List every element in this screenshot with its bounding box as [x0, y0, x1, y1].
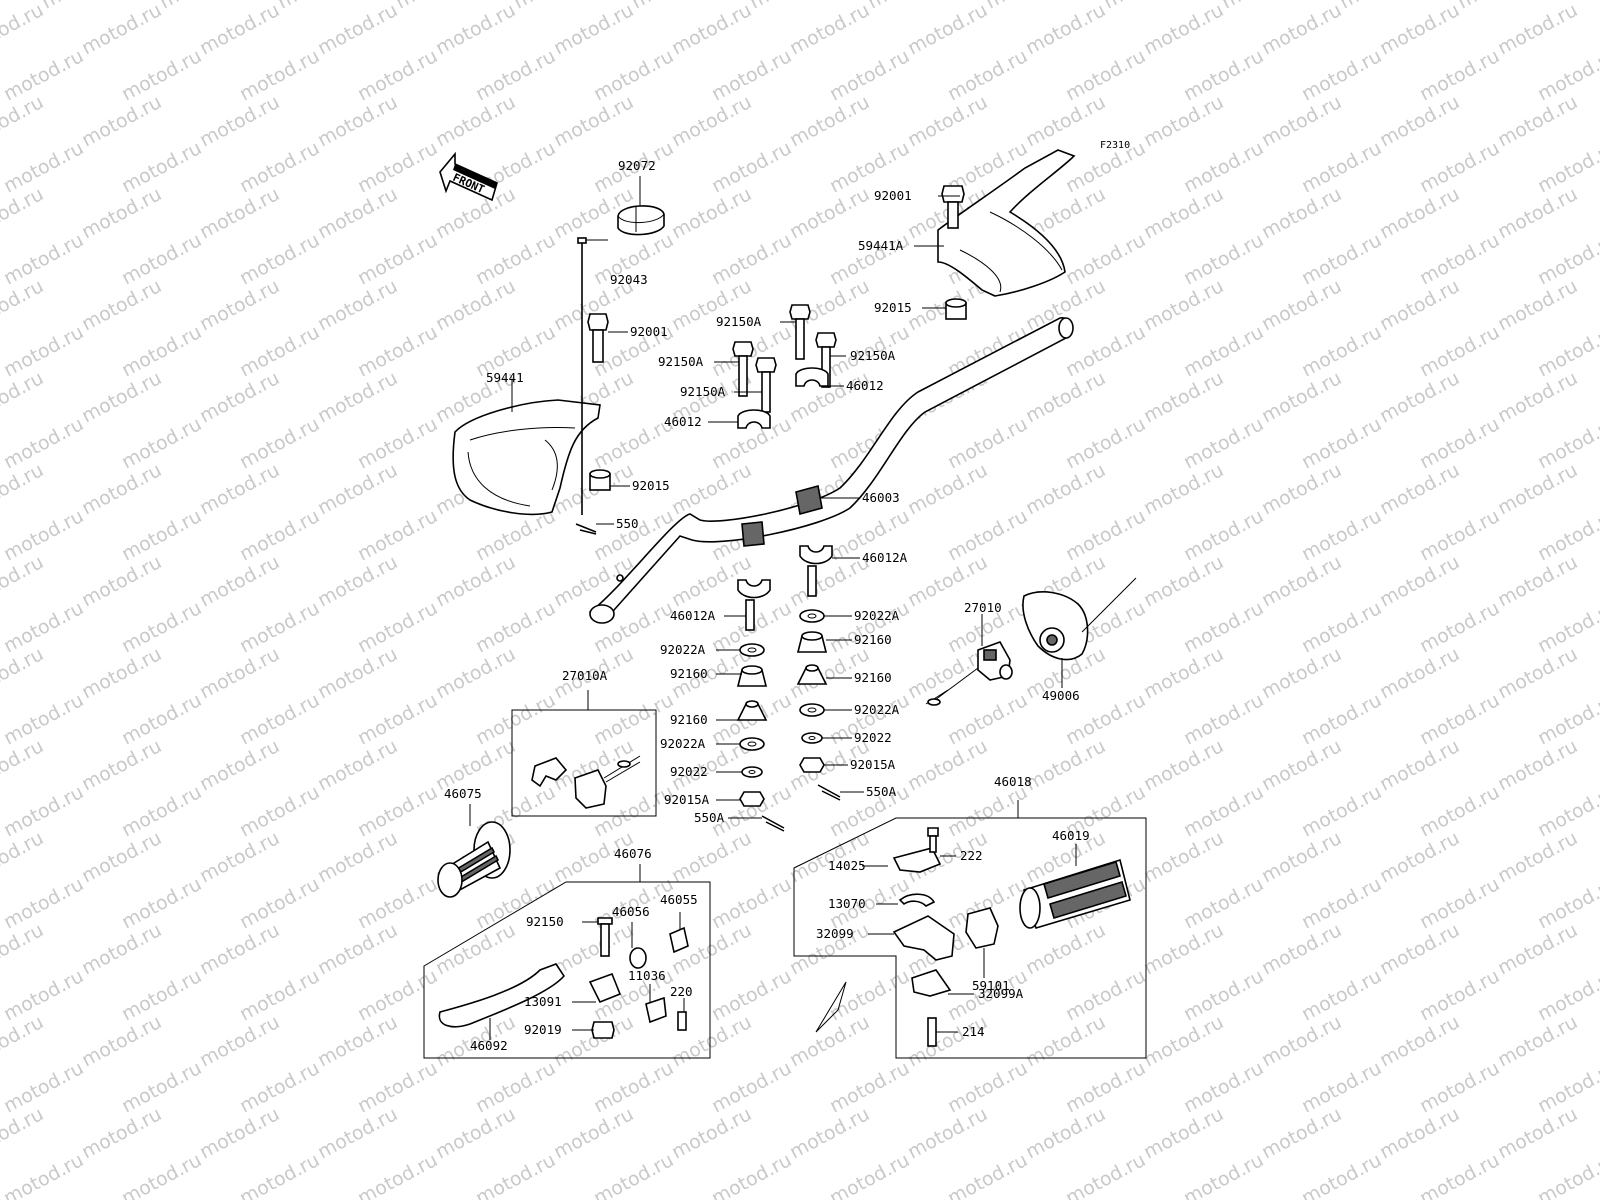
callout-46003: 46003	[862, 490, 900, 505]
callout-92160-l2: 92160	[670, 712, 708, 727]
callout-46012-lower: 46012	[664, 414, 702, 429]
washer-92022A-r1	[799, 609, 825, 623]
washer-92022-r	[801, 732, 823, 744]
callout-46019: 46019	[1052, 828, 1090, 843]
callout-92022A-r1: 92022A	[854, 608, 900, 623]
clamp-46012A-right	[799, 545, 833, 597]
pin-92043	[577, 237, 587, 515]
callout-27010: 27010	[964, 600, 1002, 615]
washer-92022A-r2	[799, 703, 825, 717]
callout-13070: 13070	[828, 896, 866, 911]
callout-92019: 92019	[524, 1022, 562, 1037]
callout-92022A-l2: 92022A	[660, 736, 706, 751]
handguard-59441A	[937, 149, 1076, 297]
callout-92015A-r: 92015A	[850, 757, 896, 772]
callout-92022A-l1: 92022A	[660, 642, 706, 657]
callout-46075: 46075	[444, 786, 482, 801]
nut-92015A-l	[739, 791, 765, 807]
callout-46055: 46055	[660, 892, 698, 907]
front-arrow: FRONT	[439, 151, 498, 202]
handguard-59441	[452, 399, 601, 516]
throttle-group-46018	[793, 800, 1147, 1059]
callout-92150A-4: 92150A	[680, 384, 726, 399]
callout-92150: 92150	[526, 914, 564, 929]
cotter-550A-l	[761, 815, 785, 832]
bolts-92150A	[732, 304, 837, 413]
kit-box-27010A	[511, 690, 657, 817]
callout-92022-r: 92022	[854, 730, 892, 745]
switch-27010	[925, 641, 1013, 706]
callout-550A-l: 550A	[694, 810, 725, 825]
cotter-550	[575, 523, 597, 535]
collar-92072	[617, 205, 665, 236]
callout-46012-upper: 46012	[846, 378, 884, 393]
callout-46076: 46076	[614, 846, 652, 861]
handlebar-46003	[588, 317, 1074, 624]
callout-92160-r2: 92160	[854, 670, 892, 685]
washer-92022-l	[741, 766, 763, 778]
callout-92022A-r2: 92022A	[854, 702, 900, 717]
callout-92015A-l: 92015A	[664, 792, 710, 807]
callout-92160-l1: 92160	[670, 666, 708, 681]
callout-92150A-1: 92150A	[716, 314, 762, 329]
callout-222: 222	[960, 848, 983, 863]
nut-92015-left	[589, 469, 611, 491]
callout-32099A: 32099A	[978, 986, 1024, 1001]
damper-92160-l2	[736, 700, 768, 721]
callout-92001-right: 92001	[874, 188, 912, 203]
damper-92160-r1	[796, 631, 828, 653]
damper-92160-r2	[796, 664, 828, 685]
damper-92160-l1	[736, 665, 768, 687]
callout-59441: 59441	[486, 370, 524, 385]
callout-92043: 92043	[610, 272, 648, 287]
callout-46012A-left: 46012A	[670, 608, 716, 623]
callout-92072: 92072	[618, 158, 656, 173]
clamp-46012-upper	[795, 367, 829, 387]
cotter-550A-r	[817, 784, 841, 801]
lever-group-46076	[423, 864, 711, 1059]
callout-labels: 92072 92043 92001 59441 92015 550 92001 …	[444, 158, 1090, 1053]
callout-92022-l: 92022	[670, 764, 708, 779]
clamp-46012-lower	[737, 409, 771, 429]
callout-27010A: 27010A	[562, 668, 608, 683]
callout-46018: 46018	[994, 774, 1032, 789]
callout-92015-left: 92015	[632, 478, 670, 493]
callout-220: 220	[670, 984, 693, 999]
callout-92001-left: 92001	[630, 324, 668, 339]
grip-46075	[437, 821, 511, 898]
callout-13091: 13091	[524, 994, 562, 1009]
callout-32099: 32099	[816, 926, 854, 941]
callout-46012A-right: 46012A	[862, 550, 908, 565]
throttle-housing-49006	[1022, 577, 1137, 661]
leader-lines	[469, 176, 1077, 1040]
callout-214: 214	[962, 1024, 985, 1039]
nut-92015-right	[945, 298, 967, 320]
callout-46092: 46092	[470, 1038, 508, 1053]
callout-92150A-3: 92150A	[658, 354, 704, 369]
nut-92015A-r	[799, 757, 825, 773]
callout-59441A: 59441A	[858, 238, 904, 253]
bolt-92001-left	[587, 313, 609, 363]
callout-92160-r1: 92160	[854, 632, 892, 647]
washer-92022A-l2	[739, 737, 765, 751]
callout-46056: 46056	[612, 904, 650, 919]
callout-550: 550	[616, 516, 639, 531]
washer-92022A-l1	[739, 643, 765, 657]
callout-92150A-2: 92150A	[850, 348, 896, 363]
callout-550A-r: 550A	[866, 784, 897, 799]
callout-92015-right: 92015	[874, 300, 912, 315]
callout-14025: 14025	[828, 858, 866, 873]
figure-code: F2310	[1100, 140, 1130, 151]
bolt-92001-right	[941, 185, 965, 229]
callout-49006: 49006	[1042, 688, 1080, 703]
callout-11036: 11036	[628, 968, 666, 983]
callout-59101: 59101	[972, 978, 1010, 993]
clamp-46012A-left	[737, 579, 771, 631]
